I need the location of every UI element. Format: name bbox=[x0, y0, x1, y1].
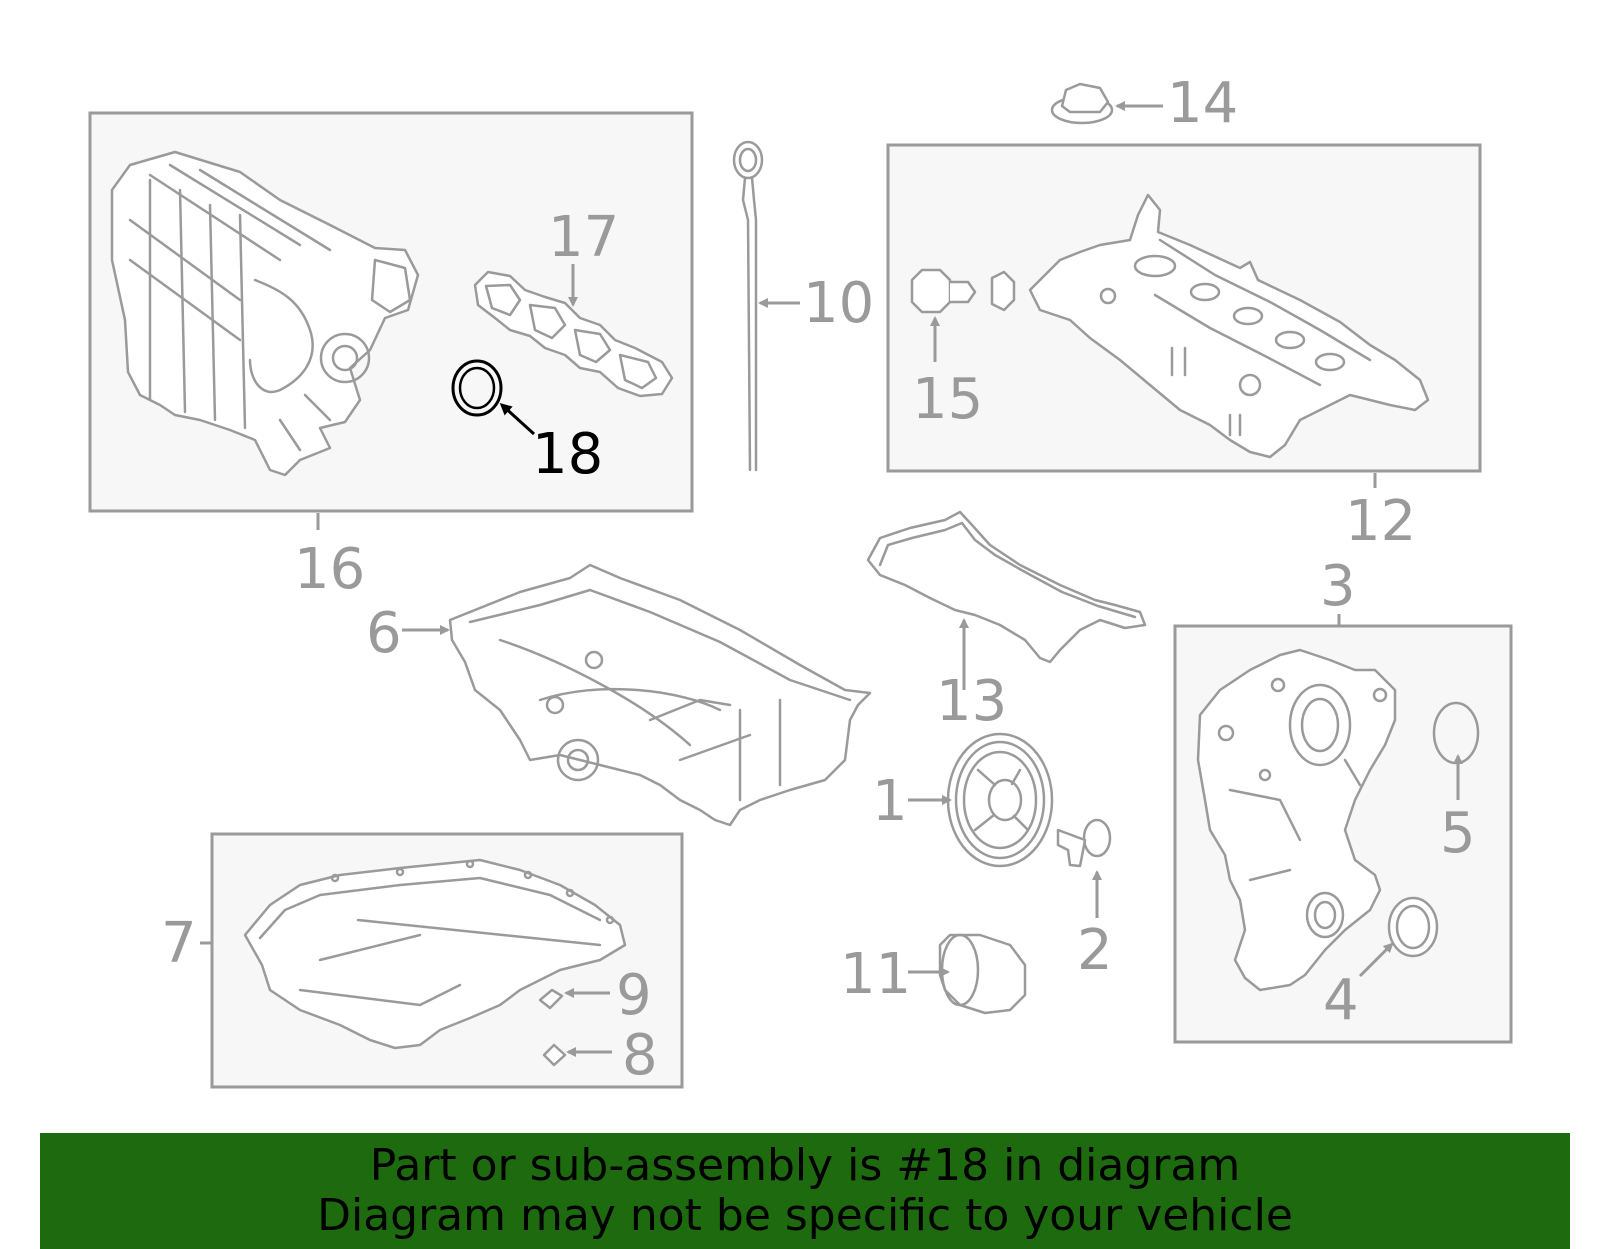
callout-11: 11 bbox=[840, 942, 911, 1007]
oil-filler-cap-part[interactable] bbox=[1050, 82, 1114, 125]
pcv-valve-part[interactable] bbox=[910, 268, 1016, 314]
front-crank-seal-part[interactable] bbox=[1387, 896, 1439, 958]
callout-2: 2 bbox=[1077, 918, 1113, 983]
callout-3: 3 bbox=[1320, 554, 1356, 619]
callout-17: 17 bbox=[548, 205, 619, 270]
timing-cover-part[interactable] bbox=[1196, 648, 1397, 992]
callout-12: 12 bbox=[1345, 489, 1416, 554]
valve-cover-part[interactable] bbox=[1028, 193, 1430, 459]
oil-filter-part[interactable] bbox=[938, 933, 1027, 1015]
drain-plug-part[interactable] bbox=[538, 988, 564, 1010]
banner-line-disclaimer: Diagram may not be specific to your vehi… bbox=[317, 1190, 1293, 1241]
crankshaft-pulley-part[interactable] bbox=[946, 732, 1054, 868]
callout-13: 13 bbox=[936, 669, 1007, 734]
parts-diagram: 1 2 3 4 5 6 7 8 9 10 11 12 13 14 15 16 1… bbox=[88, 71, 1513, 1089]
callout-15: 15 bbox=[912, 367, 983, 432]
o-ring-part[interactable] bbox=[451, 359, 503, 417]
info-banner: Part or sub-assembly is #18 in diagram D… bbox=[40, 1133, 1570, 1249]
callout-18: 18 bbox=[532, 422, 603, 487]
callout-4: 4 bbox=[1323, 968, 1359, 1033]
lower-oil-pan-part[interactable] bbox=[243, 858, 627, 1050]
callout-5: 5 bbox=[1440, 801, 1476, 866]
callout-7: 7 bbox=[161, 911, 197, 976]
upper-oil-pan-part[interactable] bbox=[448, 563, 872, 827]
callout-14: 14 bbox=[1167, 71, 1238, 136]
callout-8: 8 bbox=[622, 1023, 658, 1088]
leader-lines bbox=[200, 101, 1463, 1057]
drain-plug-gasket-part[interactable] bbox=[542, 1043, 567, 1067]
pulley-bolt-part[interactable] bbox=[1056, 818, 1112, 868]
callout-10: 10 bbox=[803, 271, 874, 336]
callout-1: 1 bbox=[872, 769, 908, 834]
callout-6: 6 bbox=[366, 601, 402, 666]
intake-manifold-part[interactable] bbox=[110, 150, 420, 477]
callout-16: 16 bbox=[294, 537, 365, 602]
callout-9: 9 bbox=[616, 963, 652, 1028]
intake-gasket-part[interactable] bbox=[473, 270, 674, 398]
dipstick-part[interactable] bbox=[732, 140, 764, 472]
valve-cover-gasket-part[interactable] bbox=[866, 510, 1147, 664]
banner-line-part-number: Part or sub-assembly is #18 in diagram bbox=[369, 1140, 1241, 1191]
